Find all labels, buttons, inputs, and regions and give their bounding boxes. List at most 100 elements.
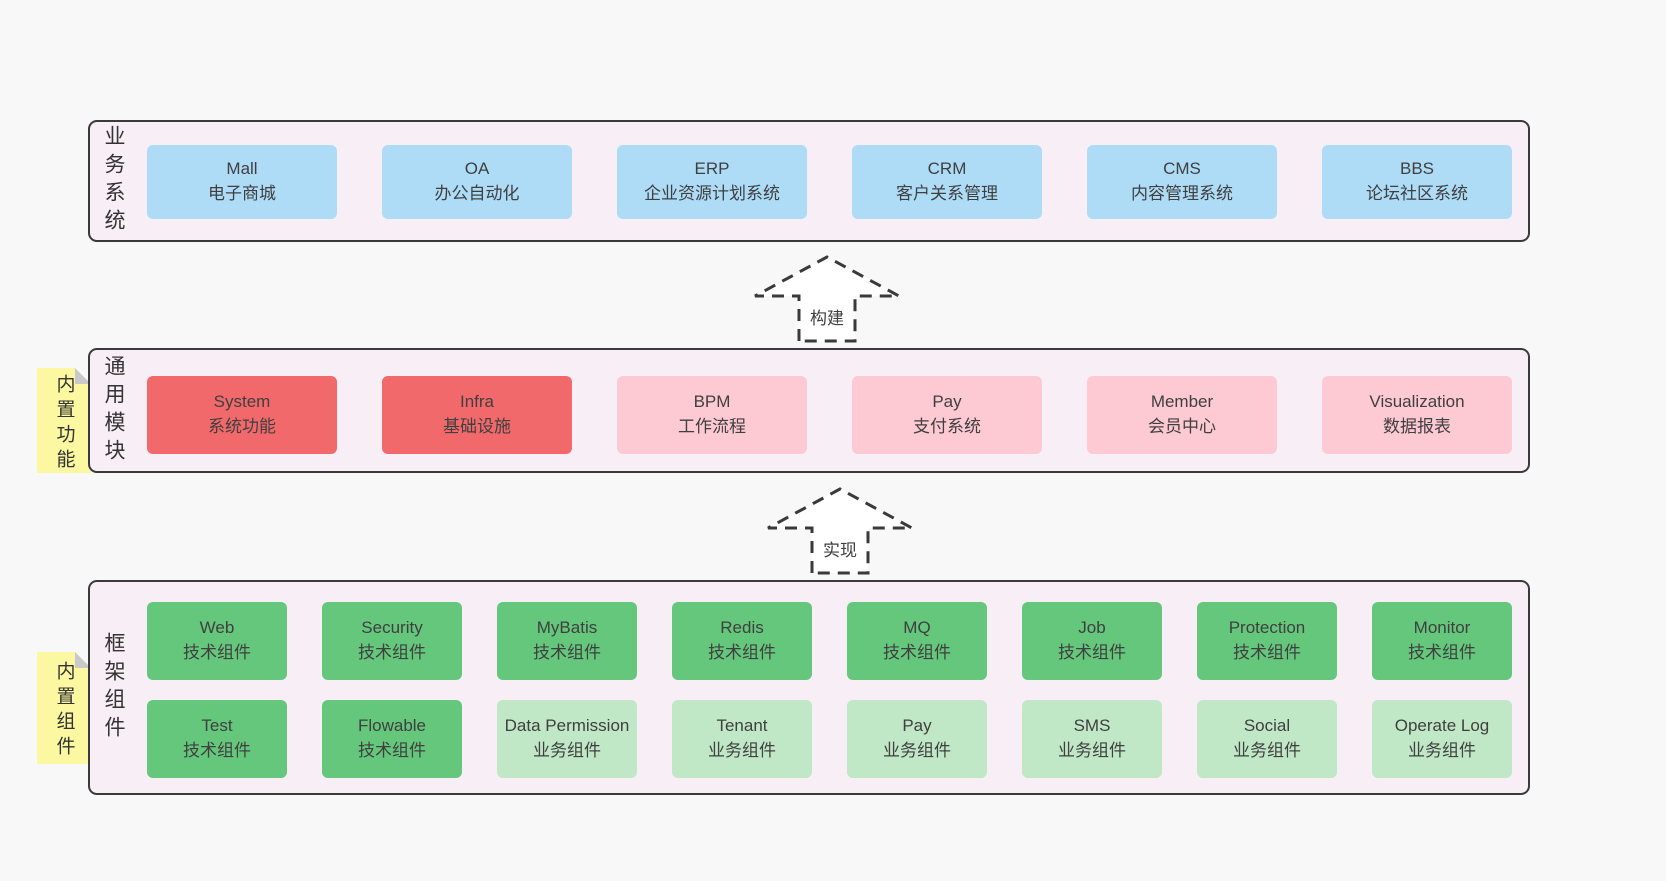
sticky-note-builtin-components: 内置组件	[37, 652, 91, 764]
box-tenant: Tenant 业务组件	[672, 700, 812, 778]
business-systems-label: 业务系统	[102, 125, 125, 237]
box-pay: Pay 支付系统	[852, 376, 1042, 454]
box-title: Pay	[902, 716, 932, 736]
box-title: Monitor	[1413, 618, 1471, 638]
box-title: Tenant	[716, 716, 768, 736]
sticky-note-text: 内置功能	[53, 373, 75, 474]
box-monitor: Monitor 技术组件	[1372, 602, 1512, 680]
box-title: BPM	[693, 392, 731, 412]
box-subtitle: 电子商城	[208, 184, 276, 203]
box-subtitle: 技术组件	[183, 643, 251, 662]
box-subtitle: 论坛社区系统	[1366, 184, 1468, 203]
box-title: Flowable	[357, 716, 427, 736]
business-systems-panel: 业务系统 Mall 电子商城 OA 办公自动化 ERP 企业资源计划系统 CRM…	[88, 120, 1530, 242]
box-title: Infra	[459, 392, 495, 412]
folded-corner-icon	[75, 368, 91, 384]
box-sms: SMS 业务组件	[1022, 700, 1162, 778]
box-subtitle: 企业资源计划系统	[644, 184, 780, 203]
box-crm: CRM 客户关系管理	[852, 145, 1042, 219]
sticky-note-text: 内置组件	[53, 661, 75, 762]
box-title: Redis	[720, 618, 764, 638]
box-title: MQ	[903, 618, 931, 638]
box-system: System 系统功能	[147, 376, 337, 454]
box-title: SMS	[1073, 716, 1111, 736]
box-subtitle: 技术组件	[358, 741, 426, 760]
box-title: Protection	[1228, 618, 1306, 638]
framework-components-label: 框架组件	[102, 631, 125, 744]
box-subtitle: 技术组件	[708, 643, 776, 662]
box-title: Social	[1243, 716, 1291, 736]
common-modules-panel: 通用模块 System 系统功能 Infra 基础设施 BPM 工作流程 Pay…	[88, 348, 1530, 473]
box-title: OA	[464, 159, 490, 179]
box-title: Test	[201, 716, 233, 736]
box-title: Visualization	[1369, 392, 1465, 412]
build-arrow-label: 构建	[807, 304, 847, 329]
box-subtitle: 支付系统	[913, 417, 981, 436]
box-title: Member	[1150, 392, 1214, 412]
box-subtitle: 技术组件	[1233, 643, 1301, 662]
box-subtitle: 业务组件	[533, 741, 601, 760]
box-mq: MQ 技术组件	[847, 602, 987, 680]
folded-corner-icon	[75, 652, 91, 668]
box-title: CRM	[927, 159, 967, 179]
box-title: Data Permission	[504, 716, 630, 736]
box-subtitle: 数据报表	[1383, 417, 1451, 436]
box-subtitle: 内容管理系统	[1131, 184, 1233, 203]
box-title: Mall	[226, 159, 258, 179]
box-member: Member 会员中心	[1087, 376, 1277, 454]
box-infra: Infra 基础设施	[382, 376, 572, 454]
box-redis: Redis 技术组件	[672, 602, 812, 680]
box-subtitle: 技术组件	[883, 643, 951, 662]
box-title: System	[213, 392, 271, 412]
box-bpm: BPM 工作流程	[617, 376, 807, 454]
box-title: Pay	[932, 392, 962, 412]
box-title: BBS	[1399, 159, 1435, 179]
box-subtitle: 业务组件	[708, 741, 776, 760]
framework-components-panel: 框架组件 Web 技术组件 Security 技术组件 MyBatis 技术组件…	[88, 580, 1530, 795]
box-title: Security	[361, 618, 423, 638]
box-cms: CMS 内容管理系统	[1087, 145, 1277, 219]
framework-components-row-1: Web 技术组件 Security 技术组件 MyBatis 技术组件 Redi…	[147, 602, 1512, 680]
box-data-permission: Data Permission 业务组件	[497, 700, 637, 778]
box-oa: OA 办公自动化	[382, 145, 572, 219]
box-subtitle: 技术组件	[1408, 643, 1476, 662]
box-title: CMS	[1163, 159, 1201, 179]
box-mall: Mall 电子商城	[147, 145, 337, 219]
box-subtitle: 业务组件	[883, 741, 951, 760]
box-test: Test 技术组件	[147, 700, 287, 778]
box-erp: ERP 企业资源计划系统	[617, 145, 807, 219]
framework-components-row-2: Test 技术组件 Flowable 技术组件 Data Permission …	[147, 700, 1512, 778]
box-web: Web 技术组件	[147, 602, 287, 680]
box-subtitle: 业务组件	[1408, 741, 1476, 760]
box-flowable: Flowable 技术组件	[322, 700, 462, 778]
box-subtitle: 工作流程	[678, 417, 746, 436]
box-subtitle: 系统功能	[208, 417, 276, 436]
common-modules-label: 通用模块	[102, 354, 125, 467]
box-subtitle: 基础设施	[443, 417, 511, 436]
box-bbs: BBS 论坛社区系统	[1322, 145, 1512, 219]
box-title: ERP	[694, 159, 730, 179]
box-subtitle: 技术组件	[183, 741, 251, 760]
box-subtitle: 技术组件	[358, 643, 426, 662]
box-protection: Protection 技术组件	[1197, 602, 1337, 680]
box-subtitle: 业务组件	[1058, 741, 1126, 760]
build-arrow: 构建	[747, 254, 907, 344]
box-subtitle: 业务组件	[1233, 741, 1301, 760]
box-operate-log: Operate Log 业务组件	[1372, 700, 1512, 778]
box-subtitle: 办公自动化	[434, 184, 520, 203]
box-visualization: Visualization 数据报表	[1322, 376, 1512, 454]
box-social: Social 业务组件	[1197, 700, 1337, 778]
box-security: Security 技术组件	[322, 602, 462, 680]
dashed-up-arrow-icon	[767, 487, 913, 575]
box-title: Job	[1078, 618, 1106, 638]
sticky-note-builtin-features: 内置功能	[37, 368, 91, 474]
box-subtitle: 客户关系管理	[896, 184, 998, 203]
box-title: MyBatis	[536, 618, 598, 638]
dashed-up-arrow-icon	[754, 255, 900, 343]
box-pay-biz: Pay 业务组件	[847, 700, 987, 778]
common-modules-row: System 系统功能 Infra 基础设施 BPM 工作流程 Pay 支付系统…	[147, 376, 1512, 454]
business-systems-row: Mall 电子商城 OA 办公自动化 ERP 企业资源计划系统 CRM 客户关系…	[147, 145, 1512, 219]
implement-arrow: 实现	[760, 486, 920, 576]
box-subtitle: 技术组件	[1058, 643, 1126, 662]
box-mybatis: MyBatis 技术组件	[497, 602, 637, 680]
